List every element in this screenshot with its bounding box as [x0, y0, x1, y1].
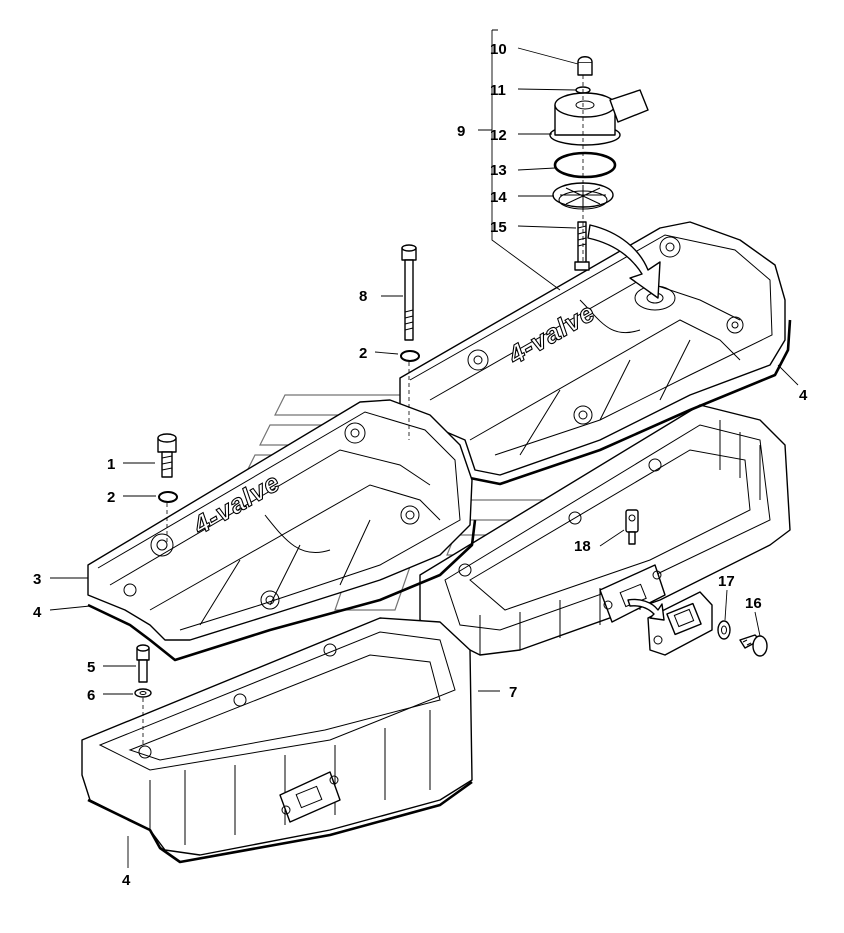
callout-15: 15	[490, 219, 507, 236]
callout-6: 6	[87, 687, 95, 704]
callout-4-right: 4	[799, 387, 808, 404]
callout-14: 14	[490, 189, 507, 206]
callout-9: 9	[457, 123, 465, 140]
upper-gasket-left	[87, 519, 477, 662]
callout-11: 11	[490, 82, 506, 99]
callout-8: 8	[359, 288, 367, 305]
callout-12: 12	[490, 127, 507, 144]
callout-2-lower: 2	[107, 489, 115, 506]
bolt-1-assembly	[157, 433, 178, 545]
callout-16: 16	[745, 595, 762, 612]
valve-cover-left: 4-valve	[87, 399, 473, 641]
lower-gasket	[87, 780, 473, 864]
bolt-8-assembly	[400, 244, 420, 440]
callout-4-bottom: 4	[122, 872, 131, 889]
callout-13: 13	[490, 162, 507, 179]
callout-17: 17	[718, 573, 735, 590]
callout-4-left: 4	[33, 604, 42, 621]
callout-3: 3	[33, 571, 41, 588]
callout-18: 18	[574, 538, 591, 555]
upper-gasket-right	[469, 319, 792, 486]
callout-7: 7	[509, 684, 517, 701]
rocker-housing-right	[419, 404, 791, 656]
connector-assembly	[627, 591, 768, 657]
breather-assembly	[549, 56, 661, 299]
callout-labels: 10 11 9 12 13 14 15 8 2 4 1 2 18 3 17 16…	[33, 41, 808, 889]
screw-5-assembly	[134, 644, 152, 745]
leader-lines	[49, 29, 799, 868]
callout-5: 5	[87, 659, 95, 676]
sensor-18	[625, 509, 639, 545]
callout-10: 10	[490, 41, 507, 58]
callout-1: 1	[107, 456, 115, 473]
callout-2-upper: 2	[359, 345, 367, 362]
